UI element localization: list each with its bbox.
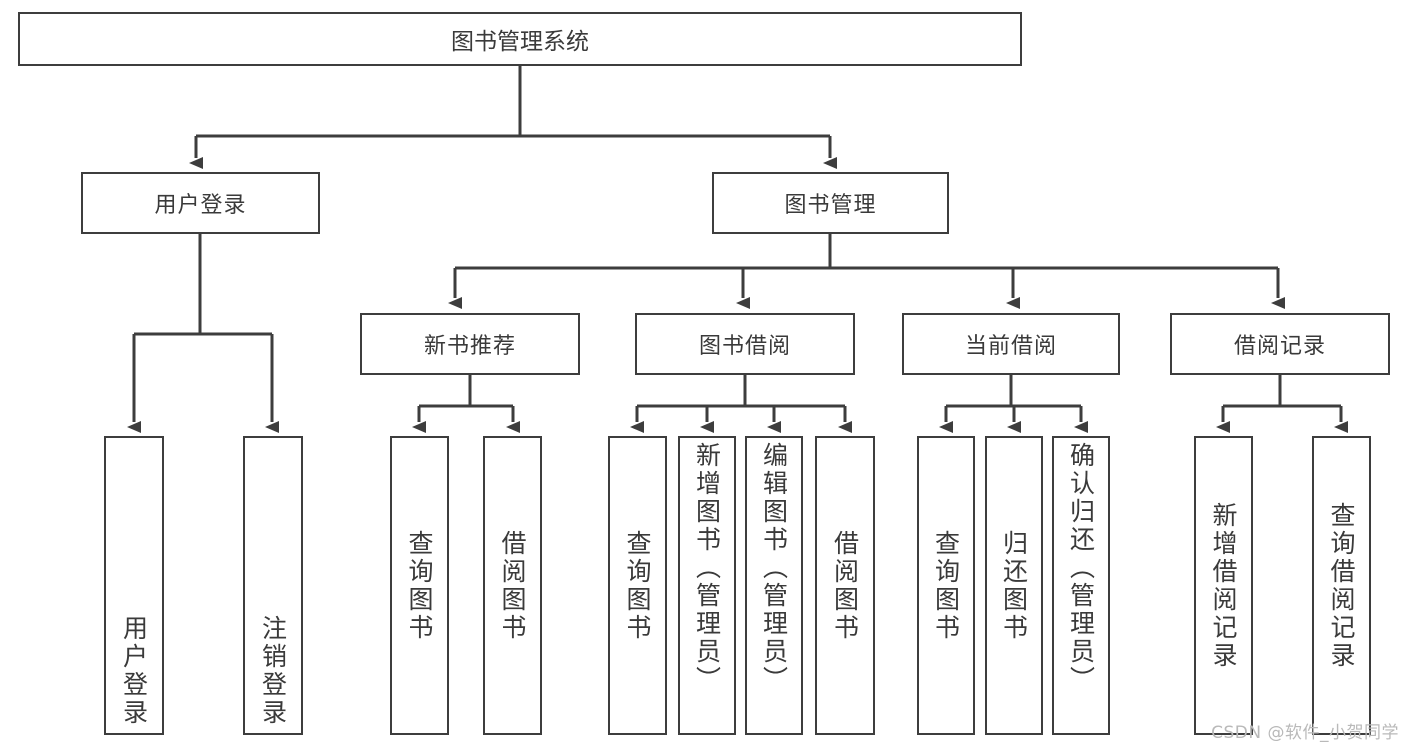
leaf-logout[interactable]: 注销登录 — [243, 436, 303, 735]
leaf-label: 查询图书 — [623, 529, 652, 642]
leaf-query-book-current[interactable]: 查询图书 — [917, 436, 975, 735]
node-book-borrow[interactable]: 图书借阅 — [635, 313, 855, 375]
leaf-confirm-return-admin[interactable]: 确认归还（管理员） — [1052, 436, 1110, 735]
leaf-borrow-book[interactable]: 借阅图书 — [815, 436, 875, 735]
leaf-label: 借阅图书 — [830, 529, 860, 642]
node-new-book-recommend[interactable]: 新书推荐 — [360, 313, 580, 375]
node-label: 借阅记录 — [1233, 334, 1326, 359]
leaf-label: 查询借阅记录 — [1327, 501, 1356, 670]
node-user-login[interactable]: 用户登录 — [81, 172, 320, 234]
leaf-label: 查询图书 — [931, 529, 961, 642]
leaf-user-login[interactable]: 用户登录 — [104, 436, 164, 735]
node-label: 图书管理 — [784, 193, 877, 218]
leaf-label: 编辑图书（管理员） — [759, 442, 789, 694]
node-book-management[interactable]: 图书管理 — [712, 172, 949, 234]
leaf-query-book-borrow[interactable]: 查询图书 — [608, 436, 667, 735]
node-label: 新书推荐 — [423, 334, 516, 359]
node-label: 图书管理系统 — [451, 29, 589, 55]
leaf-label: 新增借阅记录 — [1209, 501, 1238, 670]
node-label: 用户登录 — [154, 193, 247, 218]
leaf-label: 借阅图书 — [498, 529, 527, 642]
leaf-label: 新增图书（管理员） — [692, 442, 722, 694]
leaf-edit-book-admin[interactable]: 编辑图书（管理员） — [745, 436, 803, 735]
leaf-label: 注销登录 — [258, 615, 288, 727]
node-label: 图书借阅 — [698, 334, 791, 359]
leaf-label: 查询图书 — [405, 529, 434, 642]
leaf-borrow-book-recommend[interactable]: 借阅图书 — [483, 436, 542, 735]
leaf-query-book-recommend[interactable]: 查询图书 — [390, 436, 449, 735]
leaf-query-borrow-record[interactable]: 查询借阅记录 — [1312, 436, 1371, 735]
leaf-add-book-admin[interactable]: 新增图书（管理员） — [678, 436, 736, 735]
leaf-label: 用户登录 — [119, 615, 149, 727]
leaf-label: 确认归还（管理员） — [1066, 442, 1096, 694]
watermark-text: CSDN @软件_小贺同学 — [1211, 723, 1399, 743]
node-borrow-record[interactable]: 借阅记录 — [1170, 313, 1390, 375]
node-label: 当前借阅 — [964, 334, 1057, 359]
leaf-return-book[interactable]: 归还图书 — [985, 436, 1043, 735]
leaf-add-borrow-record[interactable]: 新增借阅记录 — [1194, 436, 1253, 735]
node-root-system[interactable]: 图书管理系统 — [18, 12, 1022, 66]
node-current-borrow[interactable]: 当前借阅 — [902, 313, 1120, 375]
leaf-label: 归还图书 — [999, 529, 1029, 642]
